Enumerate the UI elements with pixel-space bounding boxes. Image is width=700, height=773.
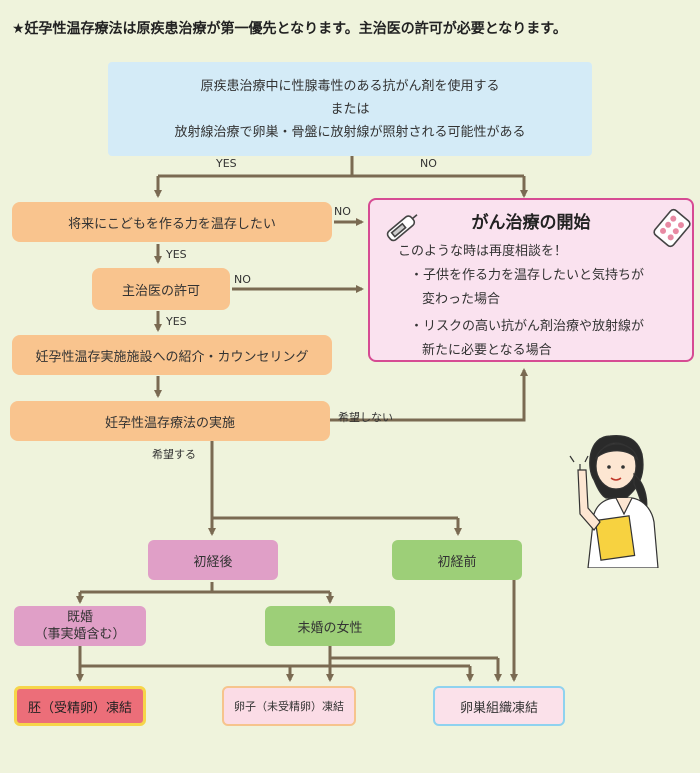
cancer-treatment-box: がん治療の開始 このような時は再度相談を！ ・子供を作る力を温存したいと気持ちが… [368, 198, 694, 362]
cancer-treatment-title: がん治療の開始 [471, 213, 591, 233]
step-physician-permission: 主治医の許可 [92, 268, 230, 310]
branch-unmarried: 未婚の女性 [265, 606, 395, 646]
outcome-embryo-freezing: 胚（受精卵）凍結 [14, 686, 146, 726]
cancer-treatment-subtitle: このような時は再度相談を！ [398, 244, 568, 259]
branch-pre-menarche: 初経前 [392, 540, 522, 580]
label-top-yes: YES [216, 157, 237, 170]
page-title: ★妊孕性温存療法は原疾患治療が第一優先となります。主治医の許可が必要となります。 [12, 21, 567, 37]
married-sub-label: （事実婚含む） [34, 627, 126, 642]
condition-line-3: 放射線治療で卵巣・骨盤に放射線が照射される可能性がある [174, 124, 526, 140]
outcome-oocyte-freezing: 卵子（未受精卵）凍結 [222, 686, 356, 726]
label-top-no: NO [420, 157, 437, 170]
condition-line-1: 原疾患治療中に性腺毒性のある抗がん剤を使用する [200, 78, 500, 94]
label-perm-yes: YES [166, 315, 187, 328]
cancer-bullet-2a: ・リスクの高い抗がん剤治療や放射線が [410, 319, 645, 334]
label-q1-yes: YES [166, 248, 187, 261]
label-perm-no: NO [234, 273, 251, 286]
pill-pack-icon [653, 208, 691, 248]
cancer-bullet-1a: ・子供を作る力を温存したいと気持ちが [410, 268, 645, 283]
branch-post-menarche: 初経後 [148, 540, 278, 580]
step-preserve-wish: 将来にこどもを作る力を温存したい [12, 202, 332, 242]
thermometer-icon [386, 214, 418, 242]
step-implementation: 妊孕性温存療法の実施 [10, 401, 330, 441]
cancer-bullet-2b: 新たに必要となる場合 [422, 343, 552, 358]
step-referral: 妊孕性温存実施施設への紹介・カウンセリング [12, 335, 332, 375]
condition-box: 原疾患治療中に性腺毒性のある抗がん剤を使用する または 放射線治療で卵巣・骨盤に… [108, 62, 592, 156]
label-no-wish: 希望しない [338, 411, 393, 424]
doctor-illustration [569, 435, 659, 568]
condition-line-2: または [330, 101, 370, 117]
married-label: 既婚 [66, 610, 93, 625]
label-wish: 希望する [152, 448, 196, 461]
label-q1-no: NO [334, 205, 351, 218]
arrow-no-wish [330, 368, 528, 422]
outcome-ovarian-tissue-freezing: 卵巣組織凍結 [433, 686, 565, 726]
cancer-bullet-1b: 変わった場合 [422, 292, 501, 307]
branch-married: 既婚 （事実婚含む） [14, 606, 146, 646]
